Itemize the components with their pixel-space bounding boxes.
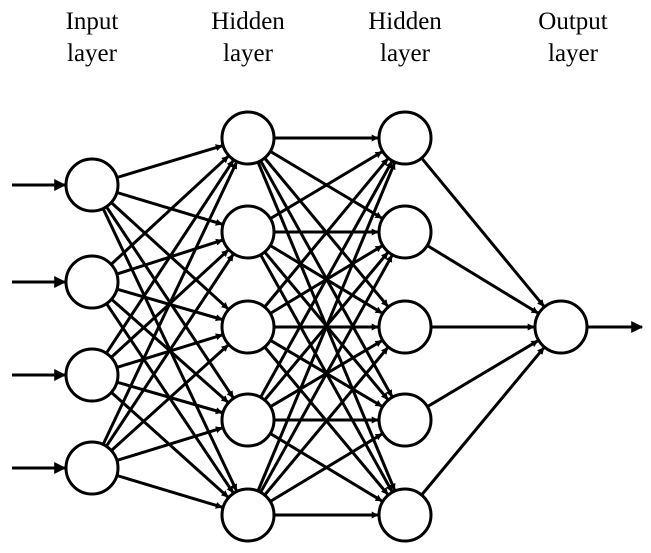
layer-label-line1: Output: [538, 8, 608, 35]
io-arrows-group: [12, 179, 644, 474]
connection-edge: [101, 161, 238, 446]
connection-edge: [263, 346, 389, 496]
connection-edge: [426, 339, 539, 408]
connection-edge: [256, 162, 396, 492]
layer-label-line2: layer: [548, 40, 598, 67]
hidden1-neuron: [220, 110, 276, 166]
hidden2-neuron: [377, 110, 433, 166]
connection-edge: [259, 160, 394, 399]
connection-edge: [269, 150, 383, 220]
connection-edge: [116, 144, 223, 179]
connection-edge: [263, 157, 389, 308]
input-neuron: [64, 157, 120, 213]
connection-edge: [259, 254, 394, 494]
layer-label-line1: Hidden: [211, 8, 285, 35]
input-neuron: [64, 440, 120, 496]
connection-edge: [105, 159, 235, 355]
connection-edge: [110, 155, 230, 266]
hidden1-neuron: [220, 487, 276, 543]
hidden1-neuron: [220, 204, 276, 260]
hidden2-neuron: [377, 487, 433, 543]
connection-edge: [116, 191, 223, 226]
hidden1-neuron: [220, 392, 276, 448]
hidden2-neuron: [377, 299, 433, 355]
connection-edge: [116, 474, 223, 509]
layer-label-hidden-2: Hidden layer: [340, 6, 470, 70]
layer-label-input: Input layer: [27, 6, 157, 70]
connection-edge: [110, 343, 230, 452]
hidden1-neuron: [220, 299, 276, 355]
input-neuron: [64, 347, 120, 403]
hidden2-neuron: [377, 204, 433, 260]
connection-edge: [105, 253, 235, 448]
layer-label-hidden-1: Hidden layer: [183, 6, 313, 70]
connection-edge: [269, 432, 383, 503]
layer-label-line2: layer: [380, 40, 430, 67]
layer-label-line1: Input: [65, 8, 119, 35]
connection-edge: [420, 157, 545, 308]
hidden2-neuron: [377, 392, 433, 448]
output-neuron: [533, 299, 589, 355]
layer-label-line1: Hidden: [368, 8, 442, 35]
connection-edge: [426, 244, 539, 315]
input-neuron: [64, 254, 120, 310]
layer-label-line2: layer: [67, 40, 117, 67]
layer-label-output: Output layer: [508, 6, 638, 70]
connection-edge: [116, 426, 223, 462]
connections-group: [101, 134, 545, 519]
neurons-group: [64, 110, 589, 543]
layer-label-line2: layer: [223, 40, 273, 67]
connection-edge: [420, 346, 545, 496]
